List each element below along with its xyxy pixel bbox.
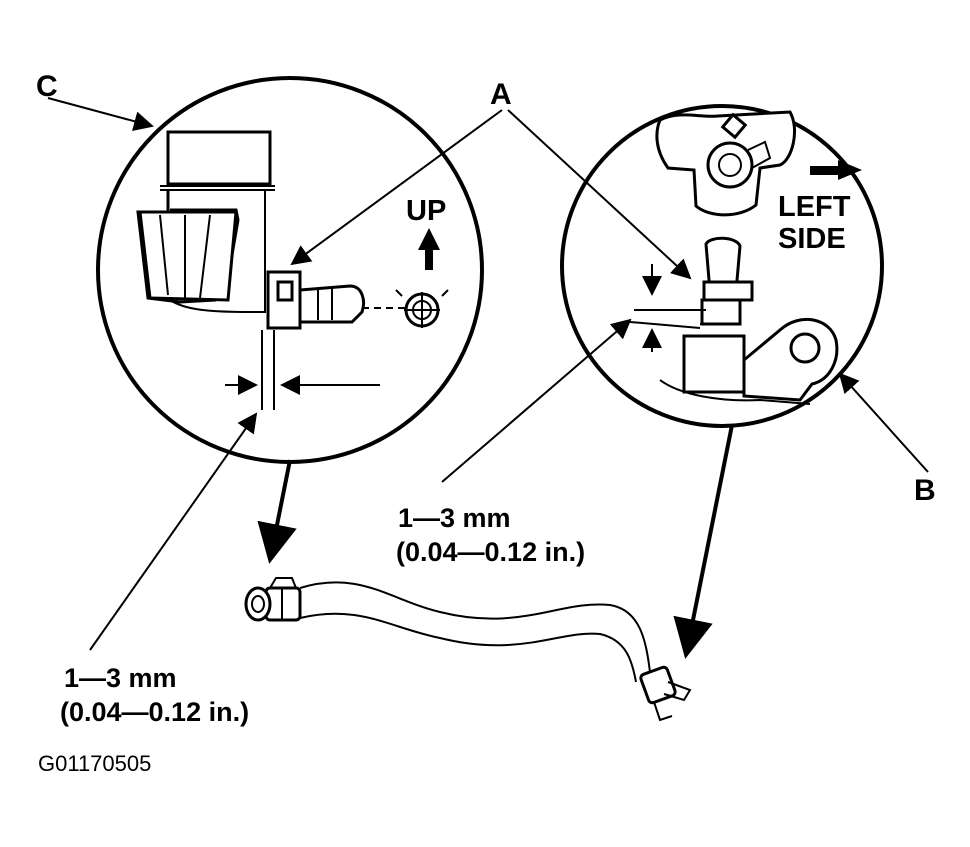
- right-measurement-in: (0.04—0.12 in.): [396, 537, 586, 567]
- right-measurement-mm: 1—3 mm: [398, 503, 511, 533]
- left-detail-view: [96, 76, 484, 464]
- left-measurement-mm: 1—3 mm: [64, 663, 177, 693]
- gap-ref-line-bottom: [629, 321, 701, 329]
- leader-a-left: [290, 109, 503, 266]
- leader-a-right: [507, 109, 692, 280]
- mounting-bolt: [395, 289, 449, 328]
- callout-a: A: [490, 78, 512, 111]
- callout-c: C: [36, 70, 58, 103]
- leader-b: [838, 372, 929, 473]
- leader-right-measurement: [441, 318, 632, 483]
- upper-bracket: [655, 110, 797, 217]
- right-detail-circle: [560, 104, 884, 428]
- canister-body: [136, 130, 275, 313]
- hose-fitting: [261, 270, 365, 410]
- left-side-label-line2: SIDE: [778, 223, 846, 255]
- left-measurement-in: (0.04—0.12 in.): [60, 697, 250, 727]
- up-arrow: [418, 228, 440, 270]
- arrow-to-hose-right-end: [673, 424, 734, 659]
- lower-bracket: [659, 318, 839, 405]
- figure-code: G01170505: [38, 751, 152, 776]
- leader-c: [47, 97, 154, 131]
- left-side-label-line1: LEFT: [778, 191, 851, 223]
- leader-left-measurement: [89, 412, 258, 651]
- up-label: UP: [406, 195, 447, 227]
- arrow-to-hose-left-end: [257, 459, 297, 564]
- left-side-arrow: [810, 160, 862, 180]
- callout-b: B: [914, 474, 936, 507]
- fuel-hose: [244, 577, 692, 722]
- fuel-nipple: [682, 236, 754, 394]
- right-detail-view: [560, 104, 884, 428]
